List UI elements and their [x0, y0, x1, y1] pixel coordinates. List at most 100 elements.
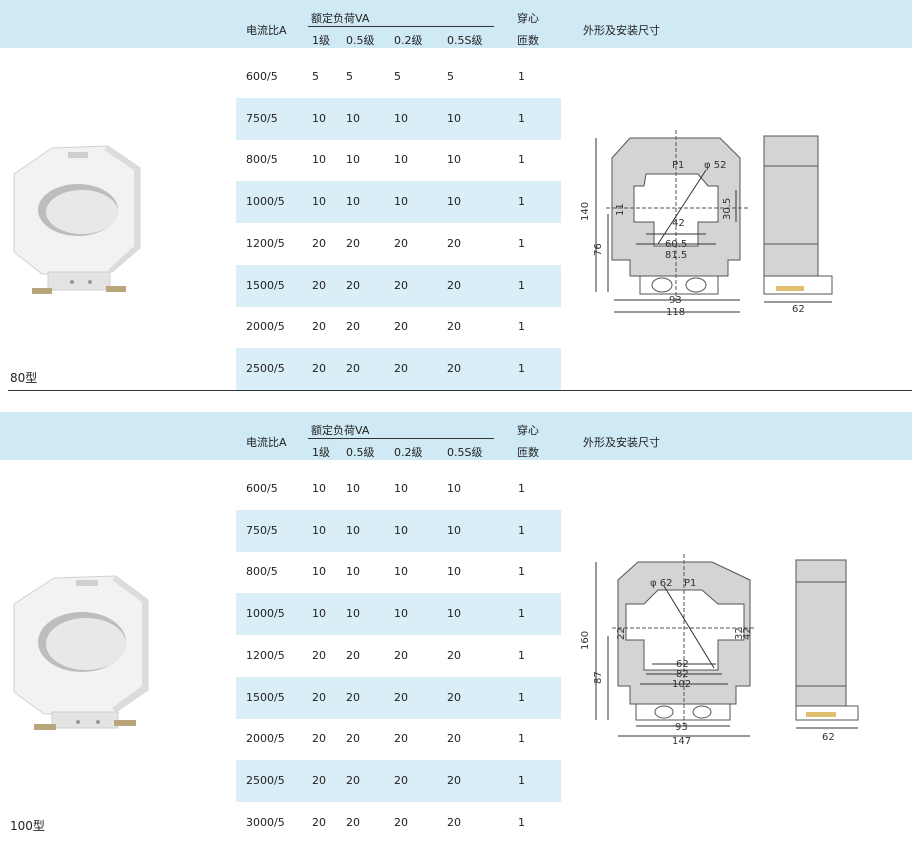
cell-c1: 20: [312, 773, 326, 787]
dim-100-outer: 102: [672, 679, 691, 690]
model-label-100: 100型: [10, 819, 45, 833]
cell-c05s: 20: [447, 648, 461, 662]
product-image-100: [13, 575, 149, 730]
cell-turns: 1: [518, 195, 525, 209]
cell-c02: 10: [394, 607, 408, 621]
cell-c02: 20: [394, 236, 408, 250]
cell-c1: 20: [312, 648, 326, 662]
dim-80-p1: P1: [672, 160, 684, 171]
cell-c05: 20: [346, 648, 360, 662]
header-turns-2: 匝数: [517, 34, 539, 47]
cell-c02: 20: [394, 815, 408, 829]
cell-ratio: 1500/5: [246, 690, 285, 704]
dim-80-mid: 81.5: [665, 250, 687, 261]
cell-c05s: 5: [447, 70, 454, 83]
dim-80-window: 30.5: [722, 198, 733, 220]
dim-80-mount: 93: [669, 295, 682, 306]
cell-c1: 20: [312, 815, 326, 829]
dimension-drawing-80: 140 76 11 30.5 42 60.5 81.5 93 118 P1 φ …: [580, 130, 833, 318]
header-dimensions: 外形及安装尺寸: [583, 436, 660, 449]
cell-c02: 20: [394, 320, 408, 334]
dim-80-inner: 60.5: [665, 239, 687, 250]
cell-c05s: 20: [447, 773, 461, 787]
cell-c02: 5: [394, 70, 401, 83]
dim-100-phi: φ 62: [650, 578, 673, 589]
cell-c1: 10: [312, 523, 326, 537]
dim-80-height: 140: [580, 202, 591, 221]
cell-ratio: 1000/5: [246, 195, 285, 209]
cell-turns: 1: [518, 565, 525, 579]
section-model-100: 电流比A 额定负荷VA 1级 0.5级 0.2级 0.5S级 穿心 匝数 外形及…: [0, 412, 912, 840]
cell-c1: 10: [312, 195, 326, 209]
header-burden-underline: [308, 438, 494, 439]
dim-80-depth: 62: [792, 304, 805, 315]
cell-c02: 20: [394, 361, 408, 375]
cell-c05s: 20: [447, 815, 461, 829]
header-burden: 额定负荷VA: [311, 424, 370, 437]
dim-100-win-b: 42: [742, 627, 753, 640]
cell-c1: 10: [312, 111, 326, 125]
cell-c05s: 10: [447, 607, 461, 621]
cell-c1: 20: [312, 278, 326, 292]
cell-c1: 10: [312, 482, 326, 495]
dim-80-width: 118: [666, 307, 685, 318]
cell-ratio: 2000/5: [246, 732, 285, 746]
cell-ratio: 800/5: [246, 565, 278, 579]
dim-100-slot: 22: [616, 627, 627, 640]
cell-c05s: 20: [447, 690, 461, 704]
cell-c1: 10: [312, 153, 326, 167]
cell-c02: 20: [394, 690, 408, 704]
header-class-05s: 0.5S级: [447, 34, 483, 47]
cell-ratio: 600/5: [246, 482, 278, 495]
cell-c05s: 10: [447, 153, 461, 167]
cell-c02: 10: [394, 153, 408, 167]
cell-ratio: 800/5: [246, 153, 278, 167]
header-class-02: 0.2级: [394, 446, 423, 459]
section-model-80: 电流比A 额定负荷VA 1级 0.5级 0.2级 0.5S级 穿心 匝数 外形及…: [0, 0, 912, 392]
cell-c05: 10: [346, 195, 360, 209]
cell-c05: 20: [346, 278, 360, 292]
cell-c05s: 10: [447, 195, 461, 209]
cell-c05s: 10: [447, 565, 461, 579]
cell-c05: 20: [346, 320, 360, 334]
cell-turns: 1: [518, 482, 525, 495]
cell-turns: 1: [518, 361, 525, 375]
cell-turns: 1: [518, 153, 525, 167]
cell-c1: 10: [312, 565, 326, 579]
cell-c1: 10: [312, 607, 326, 621]
cell-c05: 20: [346, 361, 360, 375]
cell-c1: 20: [312, 320, 326, 334]
section-divider: [8, 390, 912, 391]
cell-turns: 1: [518, 815, 525, 829]
cell-turns: 1: [518, 732, 525, 746]
header-class-05: 0.5级: [346, 34, 375, 47]
dim-100-width: 147: [672, 736, 691, 746]
cell-c02: 10: [394, 195, 408, 209]
cell-c05s: 10: [447, 111, 461, 125]
cell-c1: 20: [312, 236, 326, 250]
header-ratio: 电流比A: [246, 436, 287, 449]
cell-turns: 1: [518, 607, 525, 621]
cell-ratio: 750/5: [246, 523, 278, 537]
cell-ratio: 1200/5: [246, 648, 285, 662]
dim-100-mount: 93: [675, 722, 688, 733]
header-class-05: 0.5级: [346, 446, 375, 459]
header-class-05s: 0.5S级: [447, 446, 483, 459]
cell-ratio: 750/5: [246, 111, 278, 125]
dim-80-slot: 11: [615, 203, 626, 216]
cell-turns: 1: [518, 320, 525, 334]
cell-ratio: 1000/5: [246, 607, 285, 621]
table-row: 1000/5 10 10 10 10 1: [236, 181, 561, 224]
header-turns-2: 匝数: [517, 446, 539, 459]
dim-100-height: 160: [580, 631, 591, 650]
